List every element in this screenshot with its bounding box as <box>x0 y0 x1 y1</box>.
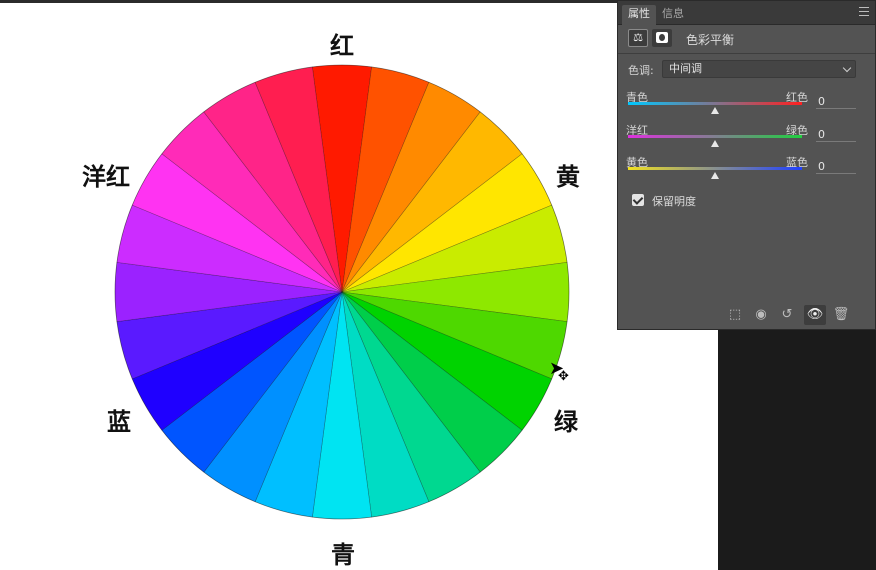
tab-info[interactable]: 信息 <box>662 7 684 20</box>
wheel-segment <box>114 262 343 322</box>
tone-select-value: 中间调 <box>669 62 702 75</box>
slider-left-label: 青色 <box>626 91 648 104</box>
canvas-top-edge <box>0 0 718 3</box>
wheel-label-green: 绿 <box>554 408 578 436</box>
panel-tab-bar: 属性 信息 <box>618 1 875 25</box>
wheel-segment <box>254 66 343 293</box>
document-canvas[interactable]: 红 黄 绿 青 蓝 洋红 ➤ ✥ <box>0 0 718 570</box>
wheel-segment <box>312 291 372 520</box>
slider-magenta-green: 洋红 绿色 0 <box>626 122 866 162</box>
slider-left-label: 洋红 <box>626 124 648 137</box>
wheel-label-yellow: 黄 <box>556 163 580 191</box>
hamburger-menu-icon[interactable] <box>859 7 869 16</box>
slider-yellow-blue: 黄色 蓝色 0 <box>626 154 866 194</box>
wheel-segment <box>341 291 523 473</box>
wheel-segment <box>341 291 553 431</box>
wheel-label-magenta: 洋红 <box>82 163 130 191</box>
wheel-segment <box>341 81 481 293</box>
wheel-segment <box>131 153 343 293</box>
wheel-segment <box>203 291 343 503</box>
view-previous-icon[interactable]: ◉ <box>755 307 767 322</box>
wheel-segment <box>341 111 523 293</box>
slider-right-label: 红色 <box>786 91 808 104</box>
wheel-segment <box>116 291 343 380</box>
move-cursor-icon: ✥ <box>558 369 569 384</box>
wheel-segment <box>341 66 430 293</box>
wheel-label-red: 红 <box>330 32 354 60</box>
slider-value-field[interactable]: 0 <box>816 95 856 109</box>
slider-right-label: 绿色 <box>786 124 808 137</box>
slider-track[interactable] <box>628 167 802 170</box>
eye-icon[interactable]: 👁 <box>804 305 826 325</box>
wheel-segment <box>341 153 553 293</box>
panel-footer: ⬚ ◉ ↺ 👁 🗑 <box>618 303 875 329</box>
wheel-segment <box>161 291 343 473</box>
slider-thumb[interactable] <box>711 140 719 147</box>
chevron-down-icon <box>842 63 852 73</box>
wheel-segment <box>341 204 568 293</box>
adjustment-title: 色彩平衡 <box>686 33 735 47</box>
tab-properties[interactable]: 属性 <box>622 5 656 25</box>
pointer-cursor-icon: ➤ <box>549 358 565 379</box>
slider-value-field[interactable]: 0 <box>816 128 856 142</box>
divider <box>618 53 875 54</box>
slider-thumb[interactable] <box>711 107 719 114</box>
slider-thumb[interactable] <box>711 172 719 179</box>
reset-icon[interactable]: ↺ <box>781 307 793 322</box>
trash-icon[interactable]: 🗑 <box>832 307 850 322</box>
wheel-segment <box>203 81 343 293</box>
preserve-luminosity-checkbox[interactable] <box>632 194 644 206</box>
workspace-background <box>718 330 876 570</box>
wheel-segment <box>254 291 343 518</box>
wheel-segment <box>312 64 372 293</box>
wheel-label-blue: 蓝 <box>107 408 131 436</box>
wheel-segment <box>341 291 430 518</box>
properties-panel: 属性 信息 ⚖ 色彩平衡 色调: 中间调 青色 红色 0 洋红 绿色 0 黄色 … <box>617 0 876 330</box>
wheel-segment <box>161 111 343 293</box>
wheel-segment <box>341 291 481 503</box>
layer-mask-icon[interactable] <box>652 29 672 47</box>
clip-to-layer-icon[interactable]: ⬚ <box>728 307 742 322</box>
tone-label: 色调: <box>628 64 654 77</box>
slider-left-label: 黄色 <box>626 156 648 169</box>
color-balance-icon[interactable]: ⚖ <box>628 29 648 47</box>
wheel-outline <box>114 64 570 520</box>
wheel-segment <box>341 291 568 380</box>
wheel-segment <box>116 204 343 293</box>
slider-track[interactable] <box>628 135 802 138</box>
tone-select[interactable]: 中间调 <box>662 60 856 78</box>
wheel-segment <box>341 262 570 322</box>
wheel-segment <box>131 291 343 431</box>
slider-cyan-red: 青色 红色 0 <box>626 89 866 129</box>
wheel-label-cyan: 青 <box>331 541 355 569</box>
preserve-luminosity-label: 保留明度 <box>652 195 696 208</box>
slider-track[interactable] <box>628 102 802 105</box>
slider-value-field[interactable]: 0 <box>816 160 856 174</box>
slider-right-label: 蓝色 <box>786 156 808 169</box>
color-wheel <box>114 64 570 520</box>
